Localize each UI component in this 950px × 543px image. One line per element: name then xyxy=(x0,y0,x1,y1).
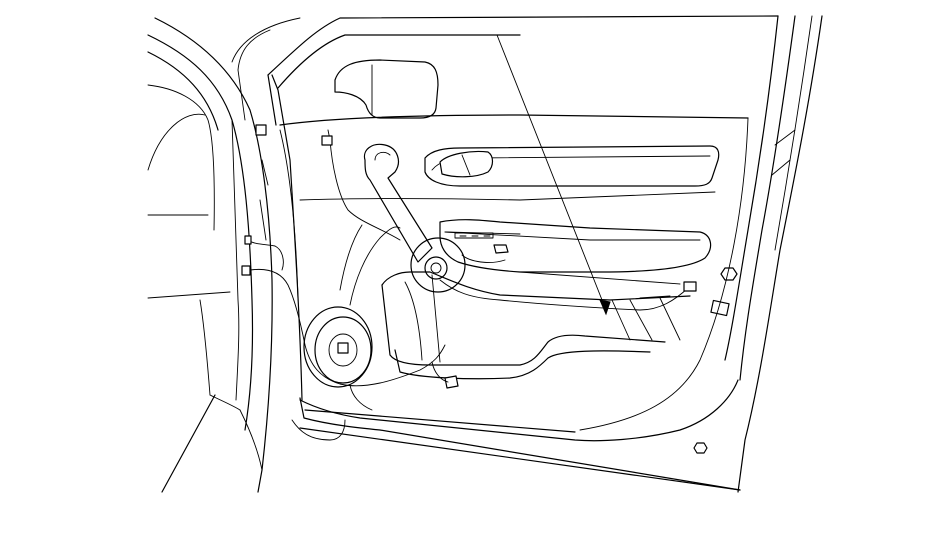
trim-panel xyxy=(279,114,749,431)
door-frame xyxy=(267,15,823,493)
body-pillar-outline xyxy=(147,17,306,493)
speaker-icon xyxy=(303,306,446,411)
pointer-arrow xyxy=(496,34,611,316)
mirror-outline xyxy=(334,59,439,119)
regulator-harness xyxy=(321,129,697,311)
